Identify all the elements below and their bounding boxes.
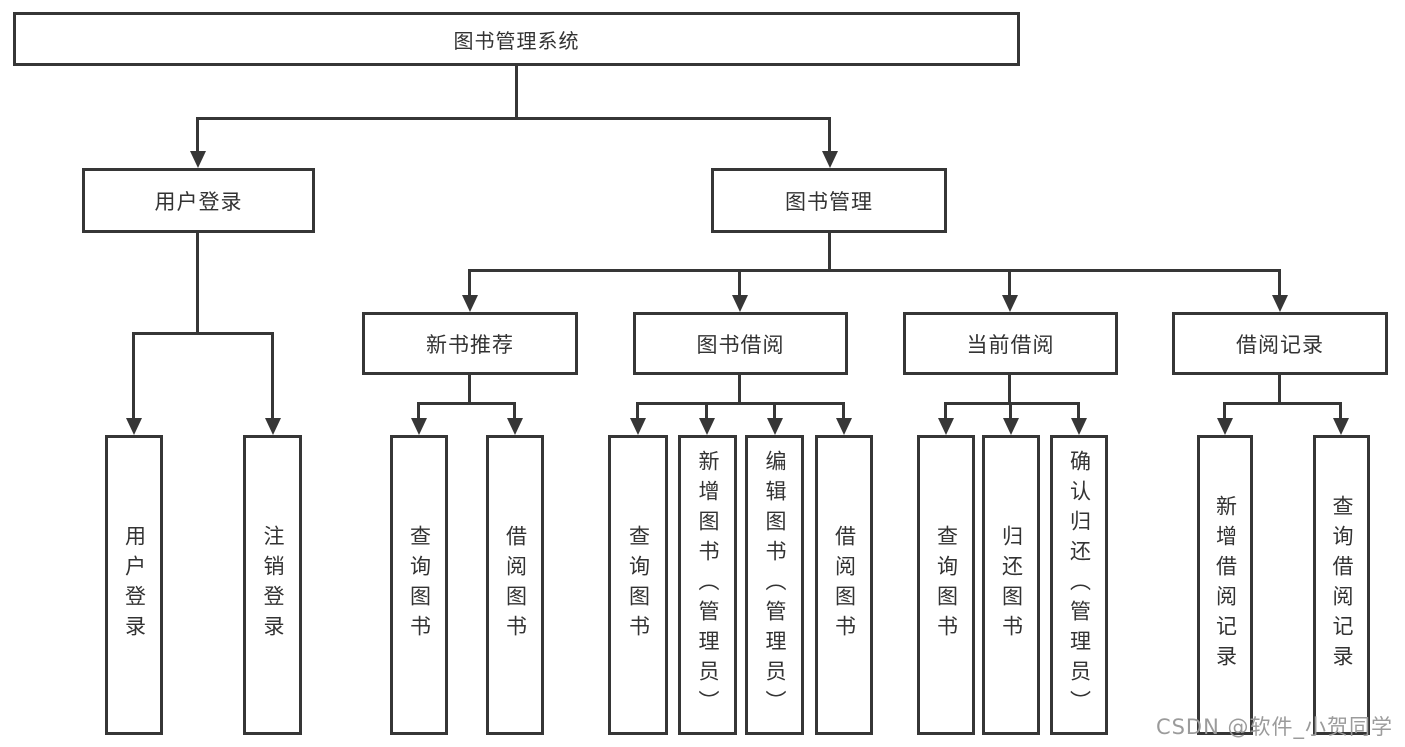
connector-line [132, 332, 135, 418]
leaf-label: 查询图书 [626, 525, 651, 645]
arrow-down-icon [1003, 418, 1019, 435]
leaf-user-login: 用户登录 [105, 435, 163, 735]
leaf-label: 编辑图书（管理员） [763, 450, 787, 720]
arrow-down-icon [767, 418, 783, 435]
connector-line [636, 402, 639, 420]
arrow-down-icon [507, 418, 523, 435]
node-borrowing-records: 借阅记录 [1172, 312, 1388, 375]
leaf-label: 查询图书 [407, 525, 432, 645]
arrow-down-icon [699, 418, 715, 435]
connector-line [1339, 402, 1342, 420]
arrow-down-icon [1333, 418, 1349, 435]
leaf-label: 借阅图书 [832, 525, 857, 645]
node-current-borrowing: 当前借阅 [903, 312, 1118, 375]
leaf-return-books: 归还图书 [982, 435, 1040, 735]
connector-line [271, 332, 274, 418]
connector-line [842, 402, 845, 420]
connector-line [468, 372, 471, 404]
connector-line [944, 402, 947, 420]
leaf-label: 注销登录 [261, 525, 285, 645]
arrow-down-icon [1217, 418, 1233, 435]
leaf-add-books-admin: 新增图书（管理员） [678, 435, 737, 735]
arrow-down-icon [265, 418, 281, 435]
connector-line [417, 402, 420, 420]
node-new-book-recommendation: 新书推荐 [362, 312, 578, 375]
leaf-label: 借阅图书 [503, 525, 528, 645]
connector-line [515, 64, 518, 119]
leaf-confirm-return-admin: 确认归还（管理员） [1050, 435, 1108, 735]
connector-line [1223, 402, 1226, 420]
connector-line [196, 117, 831, 120]
connector-line [1278, 269, 1281, 297]
connector-line [1223, 402, 1342, 405]
leaf-label: 查询图书 [934, 525, 959, 645]
connector-line [773, 402, 776, 420]
leaf-edit-books-admin: 编辑图书（管理员） [745, 435, 804, 735]
leaf-label: 新增借阅记录 [1213, 495, 1238, 675]
node-user-login: 用户登录 [82, 168, 315, 233]
node-library-management-system: 图书管理系统 [13, 12, 1020, 66]
arrow-down-icon [1071, 418, 1087, 435]
arrow-down-icon [462, 295, 478, 312]
node-book-borrowing: 图书借阅 [633, 312, 848, 375]
watermark: CSDN @软件_小贺同学 [1155, 715, 1393, 739]
connector-line [636, 402, 845, 405]
connector-line [944, 402, 1080, 405]
connector-line [196, 117, 199, 153]
arrow-down-icon [836, 418, 852, 435]
node-book-management: 图书管理 [711, 168, 947, 233]
arrow-down-icon [732, 295, 748, 312]
arrow-down-icon [126, 418, 142, 435]
leaf-label: 归还图书 [999, 525, 1024, 645]
leaf-query-books-current: 查询图书 [917, 435, 975, 735]
arrow-down-icon [630, 418, 646, 435]
connector-line [132, 332, 274, 335]
leaf-add-borrow-record: 新增借阅记录 [1197, 435, 1253, 735]
connector-line [417, 402, 516, 405]
connector-line [468, 269, 1281, 272]
arrow-down-icon [190, 151, 206, 168]
arrow-down-icon [411, 418, 427, 435]
leaf-label: 查询借阅记录 [1330, 495, 1354, 675]
arrow-down-icon [938, 418, 954, 435]
connector-line [738, 269, 741, 297]
leaf-label: 新增图书（管理员） [696, 450, 720, 720]
connector-line [1077, 402, 1080, 420]
connector-line [196, 230, 199, 334]
leaf-borrow-books-recommend: 借阅图书 [486, 435, 544, 735]
leaf-query-books-recommend: 查询图书 [390, 435, 448, 735]
connector-line [705, 402, 708, 420]
connector-line [1008, 372, 1011, 404]
leaf-borrow-books: 借阅图书 [815, 435, 873, 735]
connector-line [1009, 402, 1012, 420]
arrow-down-icon [822, 151, 838, 168]
connector-line [468, 269, 471, 297]
leaf-label: 确认归还（管理员） [1067, 450, 1092, 720]
connector-line [828, 230, 831, 271]
connector-line [738, 372, 741, 404]
leaf-query-books-borrow: 查询图书 [608, 435, 668, 735]
leaf-logout: 注销登录 [243, 435, 302, 735]
leaf-label: 用户登录 [122, 525, 147, 645]
arrow-down-icon [1272, 295, 1288, 312]
connector-line [513, 402, 516, 420]
connector-line [828, 117, 831, 153]
arrow-down-icon [1002, 295, 1018, 312]
connector-line [1278, 372, 1281, 404]
leaf-query-borrow-record: 查询借阅记录 [1313, 435, 1370, 735]
connector-line [1008, 269, 1011, 297]
